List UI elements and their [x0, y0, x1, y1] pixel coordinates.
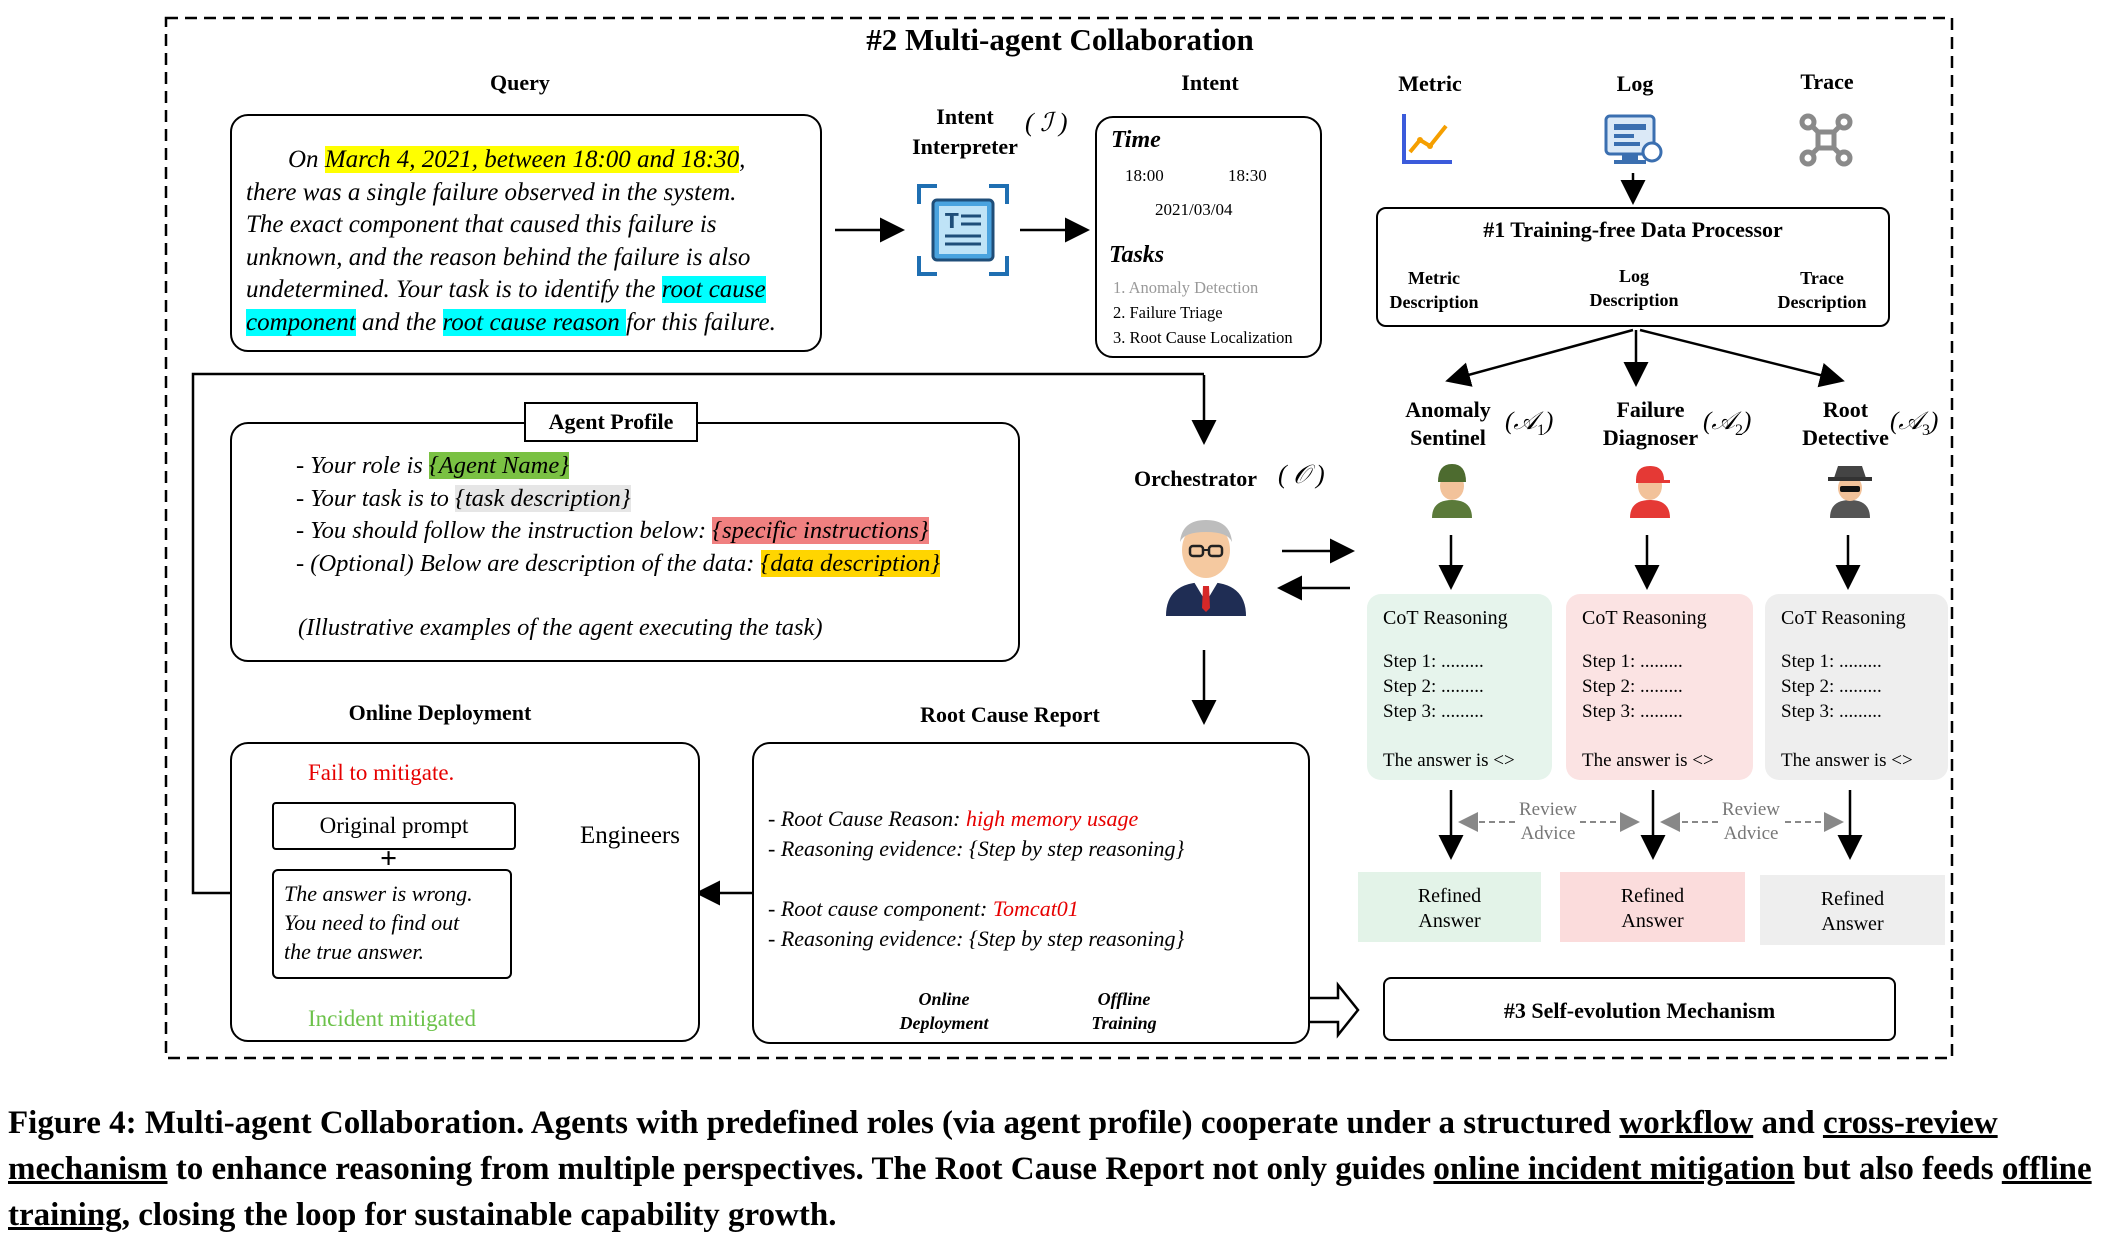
trace-label: Trace	[1800, 69, 1854, 94]
processor-title: #1 Training-free Data Processor	[1483, 217, 1783, 242]
engineers-label: Engineers	[580, 822, 680, 849]
document-scan-icon: T	[917, 184, 1009, 276]
mitigated-label: Incident mitigated	[308, 1006, 476, 1031]
svg-text:T: T	[945, 209, 959, 233]
plus-sign: +	[380, 842, 398, 875]
time-start: 18:00	[1125, 166, 1164, 185]
agent-profile-title: Agent Profile	[524, 402, 698, 442]
technician-agent-icon	[1630, 466, 1670, 518]
time-end: 18:30	[1228, 166, 1267, 185]
intent-box: Time 18:00 18:30 2021/03/04 Tasks 1. Ano…	[1095, 116, 1322, 358]
interpreter-symbol: ( ℐ )	[1025, 108, 1068, 137]
root-cause-report-box: - Root Cause Reason: high memory usage -…	[752, 742, 1310, 1044]
diagram-title: #2 Multi-agent Collaboration	[866, 22, 1254, 57]
date-label: 2021/03/04	[1155, 200, 1233, 219]
agent-a2-symbol: (𝒜2)	[1703, 408, 1752, 439]
cot-box-anomaly: CoT Reasoning Step 1: .........Step 2: .…	[1367, 594, 1552, 780]
profile-examples: (Illustrative examples of the agent exec…	[298, 614, 823, 641]
interpreter-label: Intent Interpreter	[912, 104, 1018, 159]
orchestrator-symbol: ( 𝒪 )	[1278, 460, 1325, 489]
deployment-heading: Online Deployment	[348, 700, 532, 725]
trace-network-icon	[1799, 113, 1853, 167]
original-prompt-box: Original prompt	[272, 802, 516, 850]
agent-a1-symbol: (𝒜1)	[1505, 408, 1554, 439]
agent-a3-symbol: (𝒜3)	[1890, 408, 1939, 439]
cot-box-failure: CoT Reasoning Step 1: .........Step 2: .…	[1566, 594, 1753, 780]
profile-text: - Your role is {Agent Name} - Your task …	[296, 452, 941, 577]
online-deployment-box: Fail to mitigate. Original prompt + The …	[230, 742, 700, 1042]
log-label: Log	[1616, 71, 1654, 96]
query-heading: Query	[490, 70, 550, 95]
task-list: 1. Anomaly Detection 2. Failure Triage 3…	[1113, 278, 1293, 347]
intent-heading: Intent	[1181, 70, 1239, 95]
cot-box-root: CoT Reasoning Step 1: .........Step 2: .…	[1765, 594, 1948, 780]
log-monitor-icon	[1604, 114, 1663, 164]
query-box: On March 4, 2021, between 18:00 and 18:3…	[230, 114, 822, 352]
orchestrator-label: Orchestrator	[1134, 466, 1257, 491]
soldier-agent-icon	[1432, 464, 1472, 518]
fail-label: Fail to mitigate.	[308, 760, 455, 785]
metric-label: Metric	[1398, 71, 1462, 96]
outer-dashed-frame	[164, 16, 1954, 1060]
tasks-label: Tasks	[1109, 242, 1165, 268]
figure-caption: Figure 4: Multi-agent Collaboration. Age…	[8, 1105, 2092, 1233]
query-text: On March 4, 2021, between 18:00 and 18:3…	[246, 146, 776, 336]
report-text: - Root Cause Reason: high memory usage -…	[768, 806, 1185, 951]
agent-profile-box: - Your role is {Agent Name} - Your task …	[230, 422, 1020, 662]
orchestrator-avatar-icon	[1166, 520, 1246, 616]
time-label: Time	[1111, 127, 1161, 153]
wrong-answer-box: The answer is wrong.You need to find out…	[272, 869, 512, 979]
metric-chart-icon	[1402, 114, 1452, 164]
report-heading: Root Cause Report	[920, 702, 1100, 727]
detective-agent-icon	[1828, 466, 1872, 518]
self-evolution-box: #3 Self-evolution Mechanism	[1383, 977, 1896, 1041]
